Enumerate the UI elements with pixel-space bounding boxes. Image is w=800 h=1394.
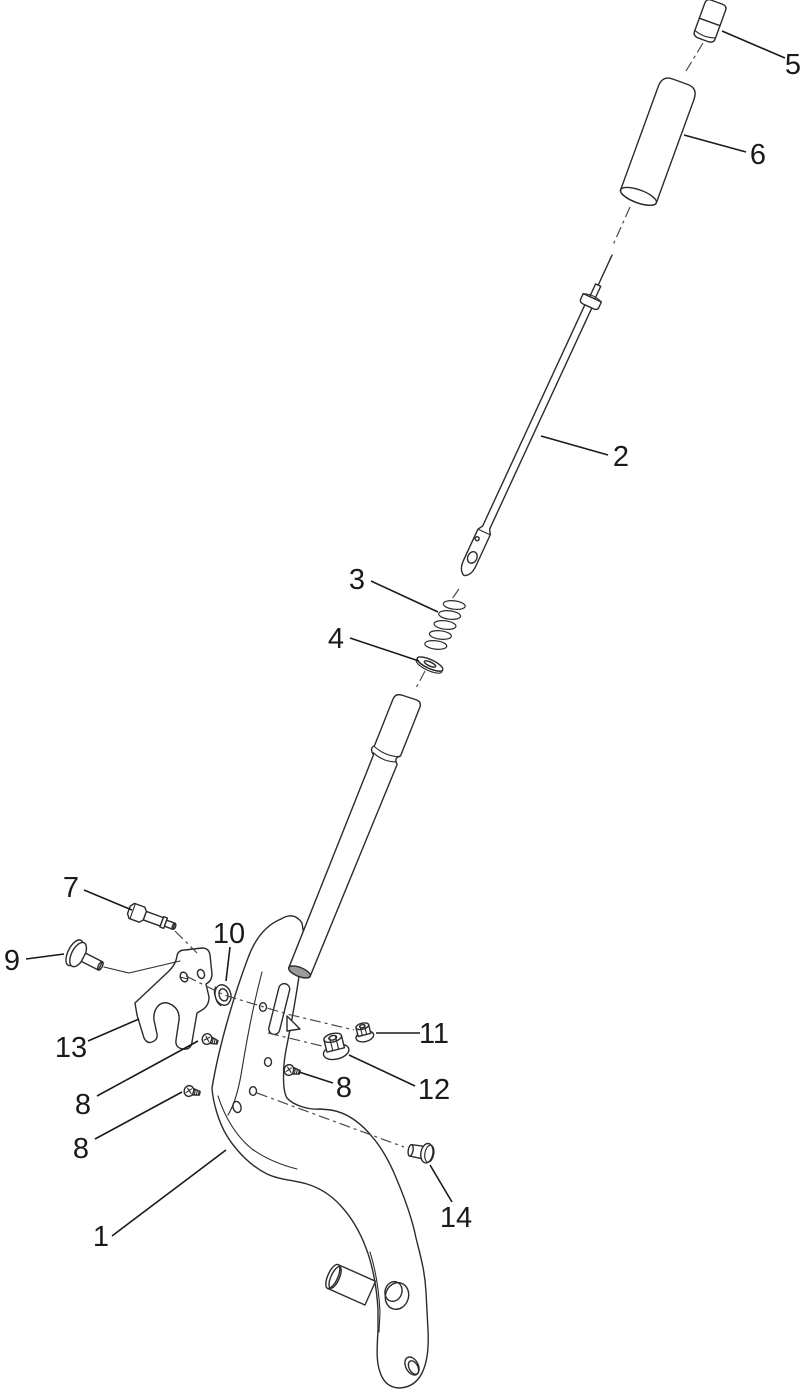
lever-hole-upper <box>258 1002 268 1013</box>
grip-open-end <box>619 186 658 206</box>
lever-hole-middle <box>263 1056 273 1067</box>
part-11-flange-nut <box>355 1022 375 1043</box>
tube-open-end <box>287 965 312 979</box>
part-3-spring <box>424 600 466 650</box>
bracket-hole-right <box>196 968 206 980</box>
callout-label-8b: 8 <box>73 1133 89 1165</box>
part-1-lever-arm <box>211 915 429 1389</box>
rod-shaft-clevis <box>460 304 593 577</box>
part-7-hex-bolt <box>126 902 177 931</box>
part-1-handle-tube <box>287 693 422 979</box>
rod-wire-tip <box>597 254 613 286</box>
leader-10 <box>225 946 231 982</box>
rod-collar <box>579 292 603 311</box>
leader-2 <box>540 435 609 456</box>
part-9-carriage-bolt <box>65 939 104 971</box>
lever-gusset-tab <box>286 1015 301 1032</box>
part-8-screw-b <box>183 1084 201 1098</box>
callout-label-8c: 8 <box>336 1072 352 1104</box>
callout-label-6: 6 <box>750 139 766 171</box>
leader-5 <box>721 30 786 59</box>
hub-edge-thickness-line <box>369 1251 381 1333</box>
part-14-shoulder-bolt <box>407 1142 435 1164</box>
hub-boss-hole-inner <box>384 1280 403 1303</box>
centerline-clevis-spring <box>451 588 460 600</box>
centerline-washer-tube <box>415 670 426 689</box>
centerline-bracket-nut11 <box>185 975 355 1031</box>
leader-12 <box>348 1054 416 1087</box>
callout-labels: 1 2 3 4 5 6 7 8 8 8 9 10 11 12 13 14 <box>4 49 800 1253</box>
callout-label-10: 10 <box>213 918 245 950</box>
callout-label-8a: 8 <box>75 1089 91 1121</box>
hub-boss-hole-outer <box>384 1281 410 1311</box>
callout-label-12: 12 <box>418 1074 450 1106</box>
leader-3 <box>370 580 439 613</box>
centerline-lever-bolt14 <box>256 1092 405 1148</box>
hub-bottom-hole-inner <box>407 1360 420 1375</box>
callout-label-13: 13 <box>55 1032 87 1064</box>
leader-lines <box>25 30 786 1237</box>
centerline-bolt7-bracket <box>174 930 198 954</box>
part-13-latch-bracket <box>134 947 213 1050</box>
lever-hole-lower <box>248 1085 258 1096</box>
part-10-washer <box>213 984 232 1007</box>
part-8-screw-a <box>201 1032 219 1046</box>
part-6-grip <box>619 77 696 206</box>
callout-label-2: 2 <box>613 441 629 473</box>
part-8-screw-c <box>283 1063 301 1077</box>
lever-pivot-pin <box>325 1263 377 1306</box>
callout-label-3: 3 <box>349 564 365 596</box>
lever-edge-thickness-line <box>217 1095 298 1170</box>
callout-label-11: 11 <box>419 1018 449 1050</box>
alignment-line-bolt9 <box>103 960 181 974</box>
callout-label-1: 1 <box>93 1221 109 1253</box>
leader-8a <box>96 1040 199 1097</box>
callout-label-9: 9 <box>4 945 20 977</box>
clevis-pin-hole <box>474 536 480 542</box>
leader-14 <box>429 1164 453 1203</box>
part-12-flange-nut <box>322 1032 350 1061</box>
callout-label-4: 4 <box>328 623 344 655</box>
lever-oval-hole <box>232 1100 242 1114</box>
part-5-knob-cap <box>693 0 727 43</box>
callout-label-14: 14 <box>440 1202 472 1234</box>
centerline-cap-grip <box>685 42 704 72</box>
leader-13 <box>87 1018 140 1042</box>
leader-8b <box>94 1091 183 1140</box>
part-2-control-rod <box>460 254 613 577</box>
leader-7 <box>83 889 133 911</box>
tube-grooves <box>372 746 401 763</box>
leader-8c <box>298 1071 334 1084</box>
centerline-grip-rod <box>612 206 631 246</box>
clevis-hole <box>466 550 478 564</box>
callout-label-7: 7 <box>63 872 79 904</box>
part-4-washer <box>415 656 444 674</box>
bracket-hole-left <box>179 971 189 983</box>
leader-1 <box>111 1149 227 1237</box>
centerlines <box>174 42 704 1148</box>
leader-6 <box>683 134 747 153</box>
callout-label-5: 5 <box>785 49 800 81</box>
leader-9 <box>25 953 65 960</box>
centerline-lever-nut12 <box>267 1032 323 1047</box>
leader-4 <box>349 637 420 662</box>
